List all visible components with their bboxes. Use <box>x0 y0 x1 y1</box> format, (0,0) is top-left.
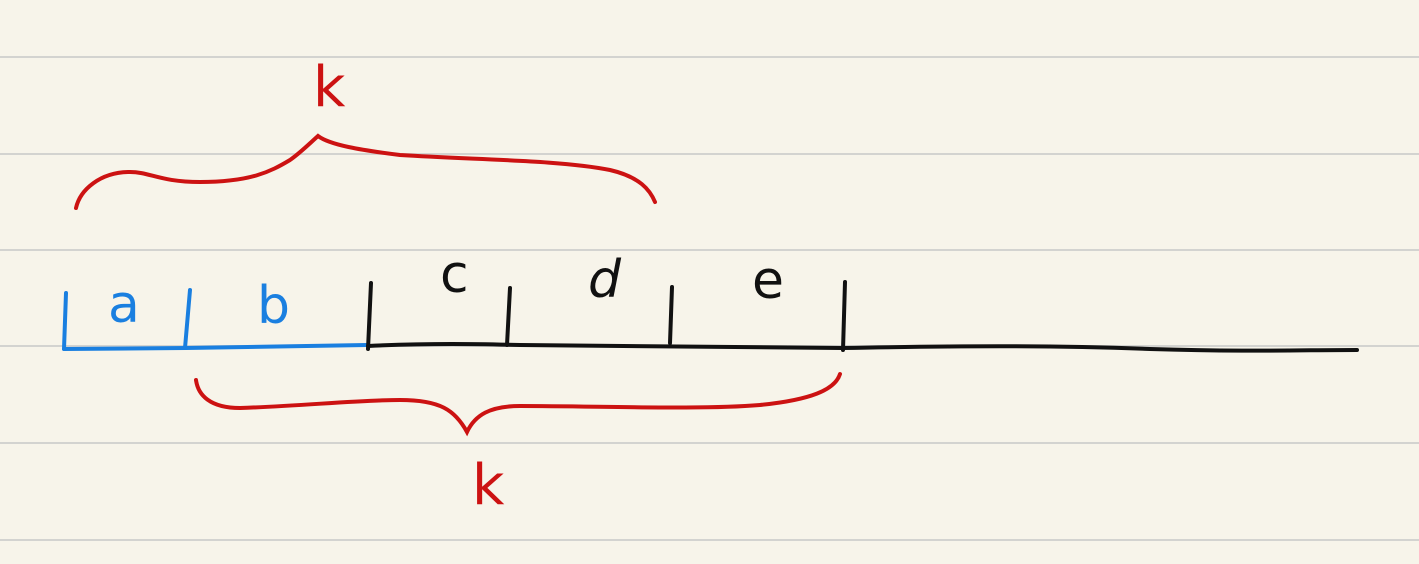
bottom-brace <box>194 372 842 437</box>
tick-ab <box>183 288 192 350</box>
segment-b-label: b <box>257 276 290 336</box>
tick-end <box>841 280 847 352</box>
blue-segment <box>62 288 369 351</box>
segment-a-label: a <box>108 275 140 335</box>
ruled-lines <box>0 56 1419 541</box>
tick-start <box>62 291 68 351</box>
top-brace <box>74 133 657 210</box>
segment-c-label: c <box>440 245 469 305</box>
tick-de <box>668 285 674 345</box>
segment-e-label: e <box>752 251 784 311</box>
segment-d-label: d <box>588 250 622 310</box>
black-baseline <box>366 342 1359 353</box>
tick-bc <box>366 281 373 351</box>
black-segment <box>366 280 1359 353</box>
top-k-label: k <box>313 55 346 120</box>
bottom-k-label: k <box>472 453 505 518</box>
tick-cd <box>505 286 512 347</box>
